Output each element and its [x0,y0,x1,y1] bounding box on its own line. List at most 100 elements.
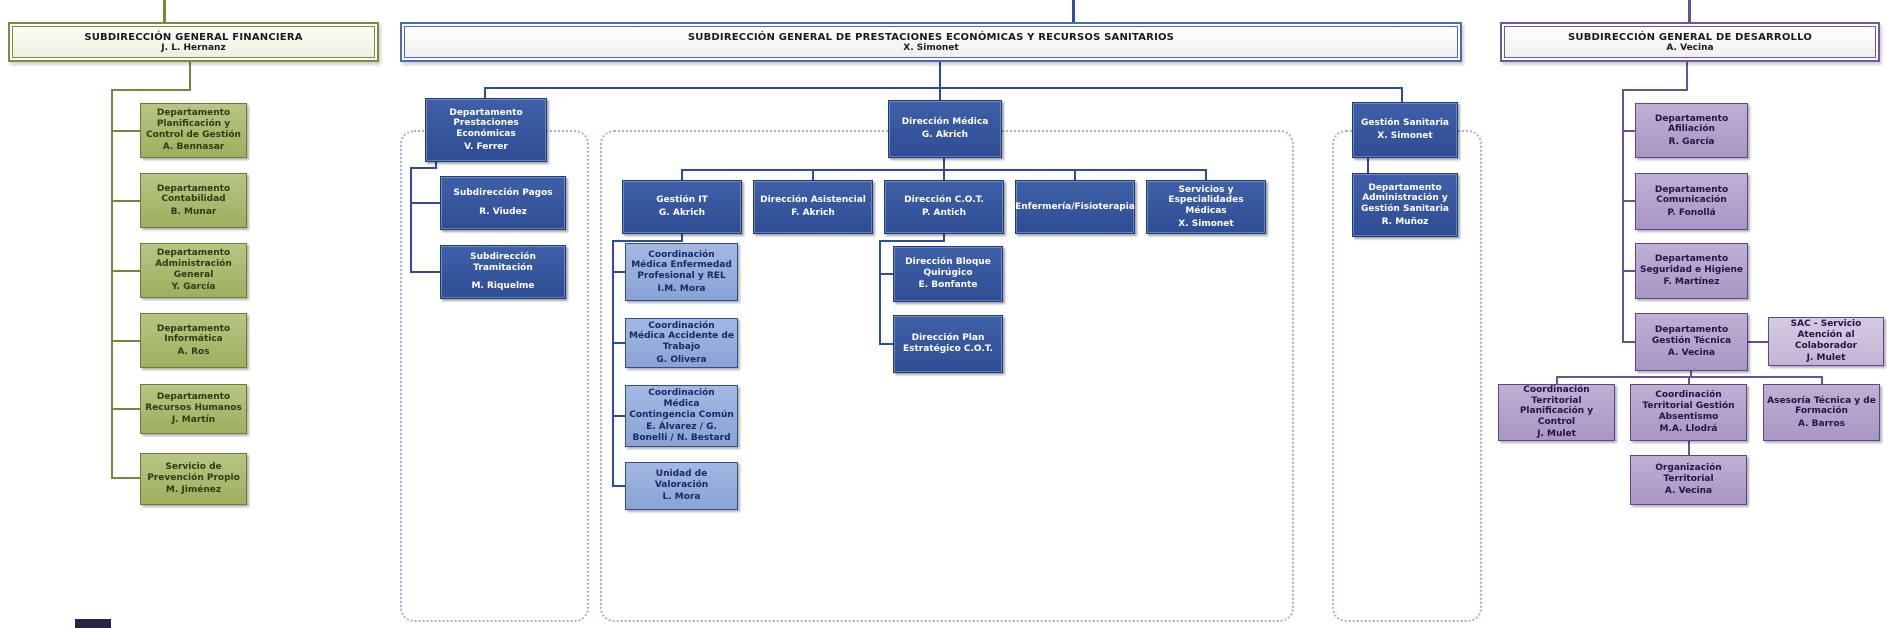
node-person: M. Riquelme [471,281,535,292]
header-title: SUBDIRECCIÓN GENERAL DE DESARROLLO [1567,31,1813,43]
node-title: Unidad de Valoración [654,469,709,490]
node-unidad-valoracion[interactable]: Unidad de Valoración L. Mora [625,462,738,510]
node-direccion-medica[interactable]: Dirección Médica G. Akrich [888,100,1002,158]
connector [1690,371,1692,378]
node-person: A. Ros [177,346,210,357]
connector [879,343,893,345]
node-title: Gestión IT [656,195,708,206]
node-title: Coordinación Territorial Planificación y… [1519,384,1594,427]
node-person: Y. García [171,282,216,293]
node-subdireccion-pagos[interactable]: Subdirección Pagos R. Viudez [440,176,566,230]
node-seguridad-higiene[interactable]: Departamento Seguridad e Higiene F. Mart… [1635,243,1748,299]
node-direccion-asistencial[interactable]: Dirección Asistencial F. Akrich [753,180,873,234]
node-title: Departamento Contabilidad [156,183,231,205]
connector [111,130,140,132]
node-cm-contingencia-comun[interactable]: Coordinación Médica Contingencia Común E… [625,385,738,447]
connector [1074,169,1076,180]
node-prestaciones-economicas[interactable]: Departamento Prestaciones Económicas V. … [425,98,547,162]
node-plan-estrategico-cot[interactable]: Dirección Plan Estratégico C.O.T. [893,315,1003,373]
node-cm-enfermedad-profesional[interactable]: Coordinación Médica Enfermedad Profesion… [625,243,738,301]
node-title: Gestión Sanitaria [1361,118,1449,129]
node-gestion-tecnica[interactable]: Departamento Gestión Técnica A. Vecina [1635,313,1748,371]
node-sac[interactable]: SAC - Servicio Atención al Colaborador J… [1768,317,1884,366]
connector [484,87,1402,89]
node-gestion-it[interactable]: Gestión IT G. Akrich [622,180,742,234]
connector [681,234,683,242]
connector [879,240,881,345]
node-title: Departamento Administración General [155,248,232,280]
node-title: Servicios y Especialidades Médicas [1168,184,1244,216]
node-title: Departamento Afiliación [1654,113,1729,135]
node-planificacion[interactable]: Departamento Planificación y Control de … [140,103,247,158]
connector [1688,0,1691,23]
node-gestion-sanitaria[interactable]: Gestión Sanitaria X. Simonet [1352,102,1458,158]
connector [879,273,893,275]
connector [1622,200,1635,202]
node-admin-gestion-sanitaria[interactable]: Departamento Administración y Gestión Sa… [1352,173,1458,237]
node-informatica[interactable]: Departamento Informática A. Ros [140,313,247,368]
node-prevencion[interactable]: Servicio de Prevención Propio M. Jiménez [140,453,247,505]
node-afiliacion[interactable]: Departamento Afiliación R. García [1635,103,1748,158]
node-person: F. Martínez [1663,277,1720,288]
connector [1821,376,1823,384]
connector [939,62,941,89]
node-direccion-cot[interactable]: Dirección C.O.T. P. Antich [884,180,1004,234]
connector [163,0,166,23]
node-person: A. Vecina [1664,486,1713,497]
connector [410,167,437,169]
connector [484,87,486,98]
node-bloque-quirurgico[interactable]: Dirección Bloque Quirúgico E. Bonfante [893,246,1003,302]
connector [111,340,140,342]
node-title: Coordinación Territorial Gestión Absenti… [1642,390,1735,422]
header-title: SUBDIRECCIÓN GENERAL FINANCIERA [84,31,303,43]
connector [1622,89,1624,342]
connector [1686,62,1688,91]
node-person: A. Vecina [1667,348,1716,359]
connector [1401,87,1403,102]
connector [111,408,140,410]
connector [612,240,614,487]
header-financiera[interactable]: SUBDIRECCIÓN GENERAL FINANCIERA J. L. He… [8,22,379,62]
connector [1367,158,1369,173]
header-prestaciones[interactable]: SUBDIRECCIÓN GENERAL DE PRESTACIONES ECO… [400,22,1462,62]
node-ct-absentismo[interactable]: Coordinación Territorial Gestión Absenti… [1630,384,1747,441]
node-title: Coordinación Médica Accidente de Trabajo [629,320,734,352]
node-subdireccion-tramitacion[interactable]: Subdirección Tramitación M. Riquelme [440,245,566,299]
connector [812,169,814,180]
node-admin-general[interactable]: Departamento Administración General Y. G… [140,243,247,298]
node-title: Subdirección Tramitación [470,252,536,273]
connector [943,169,945,180]
node-servicios-especialidades[interactable]: Servicios y Especialidades Médicas X. Si… [1146,180,1266,234]
node-cm-accidente-trabajo[interactable]: Coordinación Médica Accidente de Trabajo… [625,318,738,368]
node-person: R. Muñoz [1381,216,1429,227]
connector [410,271,440,273]
node-enfermeria-fisioterapia[interactable]: Enfermería/Fisioterapia [1015,180,1135,234]
connector [1748,341,1768,343]
node-person: E. Bonfante [918,280,978,291]
node-person: A. Barros [1797,418,1846,429]
node-title: Enfermería/Fisioterapia [1015,201,1135,212]
node-asesoria-tecnica[interactable]: Asesoría Técnica y de Formación A. Barro… [1763,384,1880,441]
header-desarrollo[interactable]: SUBDIRECCIÓN GENERAL DE DESARROLLO A. Ve… [1500,22,1880,62]
node-title: SAC - Servicio Atención al Colaborador [1790,319,1862,351]
node-person: X. Simonet [1178,218,1234,229]
connector [879,240,945,242]
node-organizacion-territorial[interactable]: Organización Territorial A. Vecina [1630,455,1747,505]
node-contabilidad[interactable]: Departamento Contabilidad B. Munar [140,173,247,228]
connector [1205,169,1207,180]
node-person: I.M. Mora [657,283,706,294]
node-title: Departamento Recursos Humanos [145,392,242,413]
node-title: Dirección Asistencial [760,195,866,206]
node-rrhh[interactable]: Departamento Recursos Humanos J. Martín [140,384,247,434]
connector [410,202,440,204]
header-title: SUBDIRECCIÓN GENERAL DE PRESTACIONES ECO… [687,31,1175,43]
node-comunicacion[interactable]: Departamento Comunicación P. Fonollá [1635,173,1748,230]
connector [1688,376,1690,384]
node-title: Organización Territorial [1655,463,1722,484]
node-person: R. García [1668,136,1715,147]
node-ct-planificacion[interactable]: Coordinación Territorial Planificación y… [1498,384,1615,441]
connector [939,87,941,100]
node-person: G. Akrich [921,130,969,140]
node-person: M. Jiménez [165,485,222,496]
connector [1622,341,1635,343]
